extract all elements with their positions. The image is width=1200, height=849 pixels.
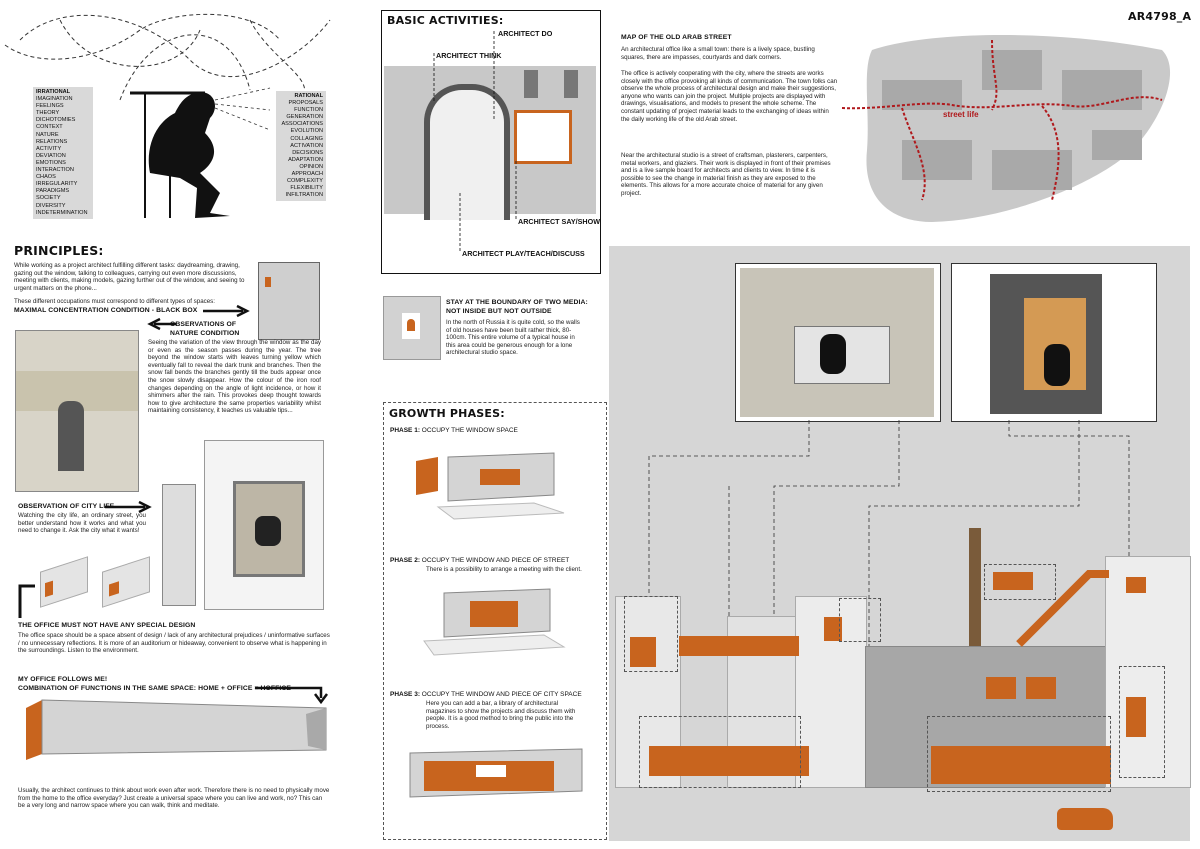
combination-label: COMBINATION OF FUNCTIONS IN THE SAME SPA… [18,685,292,692]
phase-3-subtext: Here you can add a bar, a library of arc… [426,700,576,730]
phase-2: PHASE 2: OCCUPY THE WINDOW AND PIECE OF … [390,557,570,564]
person-silhouette [58,401,84,471]
model-sketch-1 [40,556,88,608]
map-title: MAP OF THE OLD ARAB STREET [621,34,732,41]
highlight-box-3 [984,564,1056,600]
thought-loops [4,13,331,131]
nature-window-drawing [15,330,139,492]
city-life-text: Watching the city life, an ordinary stre… [18,512,146,535]
orange-stair [1016,570,1109,647]
city-life-label: OBSERVATION OF CITY LIFE. [18,503,117,510]
principles-text: While working as a project architect ful… [14,262,245,292]
office-design-label: THE OFFICE MUST NOT HAVE ANY SPECIAL DES… [18,622,196,629]
sheet-code: AR4798_A [1128,10,1192,23]
orange-street-bar [649,746,809,776]
arrow-right-icon [105,500,152,514]
phase-1: PHASE 1: OCCUPY THE WINDOW SPACE [390,427,518,434]
connector-lines [648,420,1130,766]
phase-2-drawing [423,588,566,656]
interior-view-studio [951,263,1157,422]
office-design-text: The office space should be a space absen… [18,632,330,655]
boundary-title: STAY AT THE BOUNDARY OF TWO MEDIA: NOT I… [446,299,588,315]
irrational-word-list: IRRATIONAL IMAGINATION FEELINGS THEORY D… [33,87,93,219]
arch-gate-drawing [384,66,596,220]
street-scene [609,246,1191,841]
hoffice-drawing [26,699,327,760]
phase-1-drawing [416,452,565,520]
arrow-down-icon [255,686,328,705]
office-section-drawing [162,484,196,606]
thinker-figure [130,91,230,218]
maximal-concentration-label: MAXIMAL CONCENTRATION CONDITION - BLACK … [14,307,198,314]
interior-view-top [735,263,941,422]
nature-condition-text: Seeing the variation of the view through… [148,339,321,415]
model-sketch-2 [102,556,150,608]
site-map [841,35,1171,222]
chimney [969,528,981,648]
growth-phases-panel: GROWTH PHASES: PHASE 1: OCCUPY THE WINDO… [383,402,607,840]
street-life-label: street life [943,110,979,119]
nature-condition-label: OBSERVATIONS OF NATURE CONDITION [170,321,240,337]
arrow-left-icon [147,317,176,331]
city-window-drawing [204,440,324,610]
phase-3-drawing [409,748,583,798]
map-text-2: The office is actively cooperating with … [621,70,838,123]
architect-think-label: ARCHITECT THINK [436,51,502,60]
highlight-box-1 [624,596,678,672]
architect-say-label: ARCHITECT SAY/SHOW [518,217,600,226]
orange-ground-shop [931,746,1111,784]
highlight-box-4 [639,716,801,788]
orange-bridge [679,636,799,656]
phase-2-subtext: There is a possibility to arrange a meet… [426,566,582,573]
window-light [265,277,271,287]
person-silhouette [820,334,846,374]
map-text-3: Near the architectural studio is a stree… [621,152,831,197]
rational-word-list: RATIONAL PROPOSALS FUNCTION GENERATION A… [276,91,326,202]
taxi-car [1057,808,1113,830]
map-text-1: An architectural office like a small tow… [621,46,815,61]
person-silhouette [1044,344,1070,386]
highlight-box-6 [1119,666,1165,778]
office-follows-label: MY OFFICE FOLLOWS ME! [18,676,108,683]
architect-play-label: ARCHITECT PLAY/TEACH/DISCUSS [462,249,585,258]
bottom-text: Usually, the architect continues to thin… [18,787,330,810]
orange-balcony [993,572,1033,590]
basic-activities-panel: BASIC ACTIVITIES: ARCHITECT DO ARCHITECT… [381,10,601,274]
growth-phases-title: GROWTH PHASES: [389,407,505,420]
arrow-right-icon [203,304,250,318]
principles-text-2: These different occupations must corresp… [14,298,215,305]
person-silhouette [255,516,281,546]
architect-do-label: ARCHITECT DO [498,29,553,38]
highlight-box-5 [927,716,1111,792]
highlight-box-2 [839,598,881,642]
principles-title: PRINCIPLES: [14,243,104,258]
phase-3: PHASE 3: OCCUPY THE WINDOW AND PIECE OF … [390,691,582,698]
thick-wall-drawing [383,296,441,360]
boundary-text: In the north of Russia it is quite cold,… [446,319,580,357]
black-box-drawing [258,262,320,340]
basic-activities-title: BASIC ACTIVITIES: [387,14,504,27]
leader-lines [433,31,517,251]
corner-arrow-icon [18,584,35,618]
